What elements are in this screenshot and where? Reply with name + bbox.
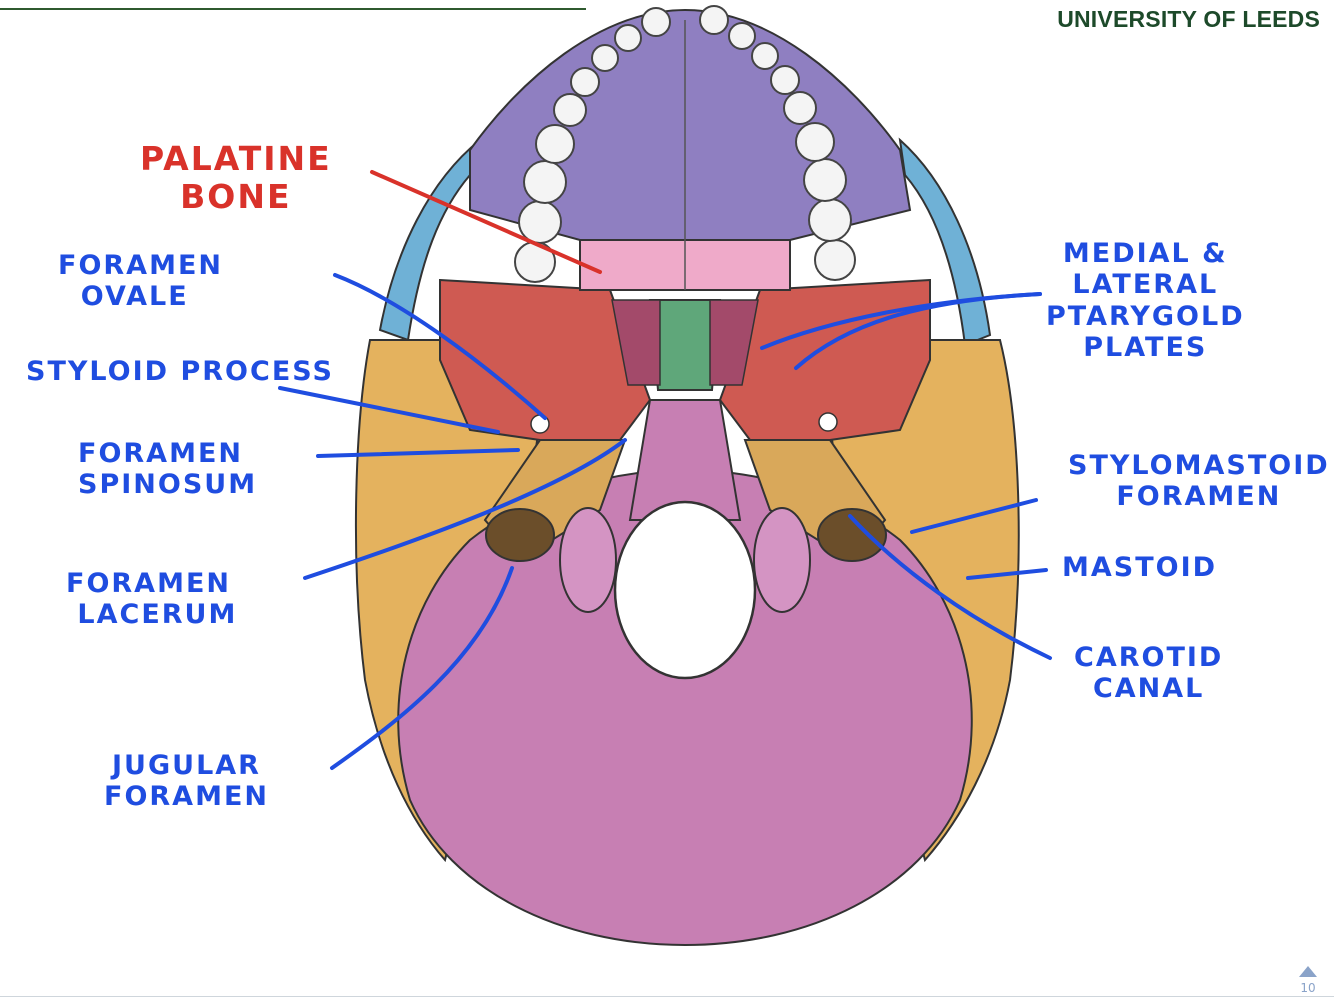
label-stylomastoid-foramen: STYLOMASTOID FORAMEN (1068, 450, 1330, 513)
foramen-magnum (613, 500, 757, 680)
condyle-left (559, 507, 617, 613)
pointer-lateral-pterygoid (794, 292, 1042, 370)
footer-rule (0, 996, 1334, 997)
label-mastoid: MASTOID (1062, 552, 1218, 583)
label-foramen-spinosum: FORAMEN SPINOSUM (78, 438, 258, 501)
pointer-foramen-spinosum (316, 448, 520, 458)
header-rule (0, 0, 586, 10)
condyle-right (753, 507, 811, 613)
pointer-foramen-ovale (333, 273, 547, 420)
pointer-jugular-foramen (330, 566, 514, 770)
choana-right (709, 299, 759, 386)
label-foramen-ovale: FORAMEN OVALE (58, 250, 223, 313)
choana-left (611, 299, 661, 386)
jugular-foramen-left (485, 508, 555, 562)
basilar-part (628, 399, 742, 521)
pointer-mastoid (966, 568, 1048, 580)
jugular-foramen-right (817, 508, 887, 562)
university-logo-text: UNIVERSITY OF LEEDS (1057, 6, 1320, 32)
label-foramen-lacerum: FORAMEN LACERUM (66, 568, 238, 631)
pointer-carotid-canal (848, 514, 1052, 660)
zygomatic-arch-right (898, 137, 992, 347)
pointer-stylomastoid-foramen (910, 498, 1038, 534)
page-up-icon[interactable] (1299, 966, 1317, 977)
label-carotid-canal: CAROTID CANAL (1074, 642, 1224, 705)
label-palatine-bone: PALATINE BONE (140, 139, 332, 217)
label-styloid-process: STYLOID PROCESS (26, 356, 334, 387)
foramen-ovale-right (818, 412, 838, 432)
page-number: 10 (1300, 981, 1316, 995)
label-jugular-foramen: JUGULAR FORAMEN (104, 750, 269, 813)
teeth (514, 5, 856, 283)
page-indicator[interactable]: 10 (1296, 966, 1320, 995)
pointer-palatine-bone (370, 170, 602, 274)
pointer-styloid-process (278, 386, 500, 434)
pointer-foramen-lacerum (303, 438, 627, 580)
label-pterygoid-plates: MEDIAL & LATERAL PTARYGOLD PLATES (1046, 238, 1245, 363)
